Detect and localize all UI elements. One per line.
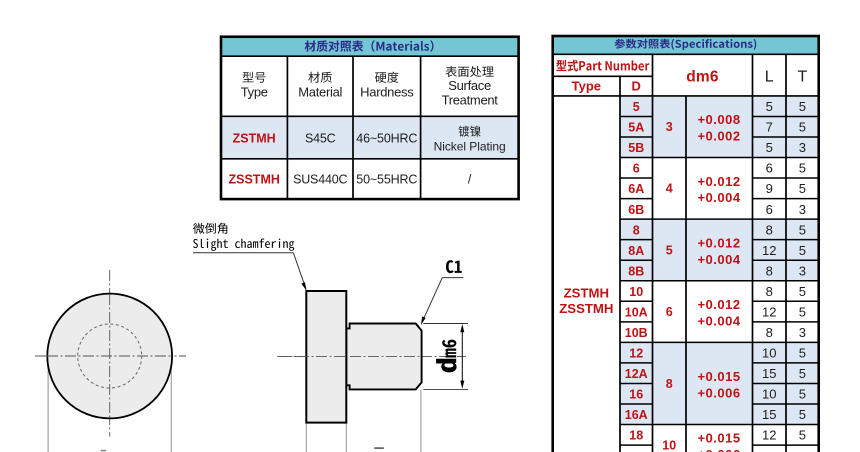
svg-text:3: 3 [799,263,806,278]
svg-text:12: 12 [762,428,776,443]
svg-text:16: 16 [629,388,643,402]
svg-text:12: 12 [762,304,776,319]
svg-text:+0.002: +0.002 [697,129,740,144]
svg-text:+0.006: +0.006 [697,447,740,452]
svg-text:Type: Type [241,85,268,100]
svg-text:5: 5 [799,366,806,381]
svg-text:8: 8 [766,263,773,278]
svg-text:7: 7 [766,120,773,135]
svg-text:5A: 5A [628,121,644,135]
svg-text:6A: 6A [628,182,644,196]
svg-text:4: 4 [666,182,673,196]
svg-text:3: 3 [799,325,806,340]
svg-text:3: 3 [666,120,673,134]
svg-text:Surface: Surface [448,78,491,93]
svg-text:15: 15 [762,366,776,381]
svg-text:5: 5 [799,222,806,237]
svg-text:5: 5 [799,346,806,361]
svg-text:Type: Type [572,78,601,93]
svg-text:8: 8 [766,325,773,340]
svg-text:5B: 5B [628,141,644,155]
svg-text:L: L [765,69,774,86]
svg-text:+0.004: +0.004 [697,190,740,205]
svg-text:S45C: S45C [305,132,336,146]
svg-text:6: 6 [766,161,773,176]
svg-text:9: 9 [766,181,773,196]
svg-text:Hardness: Hardness [360,85,414,100]
svg-text:5: 5 [799,304,806,319]
svg-text:+0.004: +0.004 [697,313,740,328]
svg-text:5: 5 [799,243,806,258]
svg-text:5: 5 [799,99,806,114]
svg-text:10: 10 [629,285,643,299]
svg-text:50~55HRC: 50~55HRC [356,172,417,186]
svg-text:+0.012: +0.012 [697,174,740,189]
svg-text:/: / [468,172,472,186]
svg-text:3: 3 [799,140,806,155]
svg-text:6: 6 [666,305,673,319]
svg-text:18: 18 [629,429,643,443]
svg-text:Nickel Plating: Nickel Plating [434,140,506,154]
svg-text:8A: 8A [628,244,644,258]
svg-text:6: 6 [633,162,640,176]
svg-text:5: 5 [799,161,806,176]
svg-text:8B: 8B [628,264,644,278]
svg-text:Material: Material [298,85,342,100]
svg-text:D: D [632,78,641,93]
svg-text:+0.008: +0.008 [697,112,740,127]
svg-text:SUS440C: SUS440C [293,172,347,186]
svg-text:8: 8 [766,284,773,299]
svg-text:15: 15 [762,407,776,422]
svg-text:+0.015: +0.015 [697,431,740,446]
svg-text:dm6: dm6 [686,68,719,85]
svg-text:12: 12 [762,243,776,258]
svg-text:6B: 6B [628,203,644,217]
svg-text:12A: 12A [625,367,648,381]
svg-text:10: 10 [662,438,676,452]
svg-text:5: 5 [799,120,806,135]
svg-text:5: 5 [799,407,806,422]
svg-text:5: 5 [799,428,806,443]
svg-text:ZSTMH: ZSTMH [564,286,609,301]
svg-text:5: 5 [766,99,773,114]
svg-text:5: 5 [766,140,773,155]
svg-text:+0.012: +0.012 [697,235,740,250]
svg-text:T: T [797,69,807,86]
svg-text:3: 3 [799,202,806,217]
svg-text:12: 12 [629,347,643,361]
svg-text:8: 8 [666,377,673,391]
svg-text:5: 5 [799,284,806,299]
svg-text:Treatment: Treatment [442,92,499,107]
svg-text:5: 5 [666,243,673,257]
svg-text:16A: 16A [625,408,648,422]
svg-text:10A: 10A [625,305,648,319]
svg-text:5: 5 [799,387,806,402]
svg-text:+0.015: +0.015 [697,369,740,384]
svg-text:46~50HRC: 46~50HRC [356,132,417,146]
svg-text:+0.004: +0.004 [697,252,740,267]
svg-text:+0.006: +0.006 [697,385,740,400]
svg-text:8: 8 [766,222,773,237]
svg-text:10: 10 [762,346,776,361]
svg-text:8: 8 [633,223,640,237]
svg-text:ZSSTMH: ZSSTMH [559,301,613,316]
svg-text:5: 5 [799,181,806,196]
svg-text:10: 10 [762,387,776,402]
svg-text:10B: 10B [625,326,648,340]
svg-text:+0.012: +0.012 [697,297,740,312]
svg-text:6: 6 [766,202,773,217]
svg-text:ZSTMH: ZSTMH [233,132,276,146]
svg-text:ZSSTMH: ZSSTMH [229,172,280,186]
svg-text:5: 5 [633,100,640,114]
